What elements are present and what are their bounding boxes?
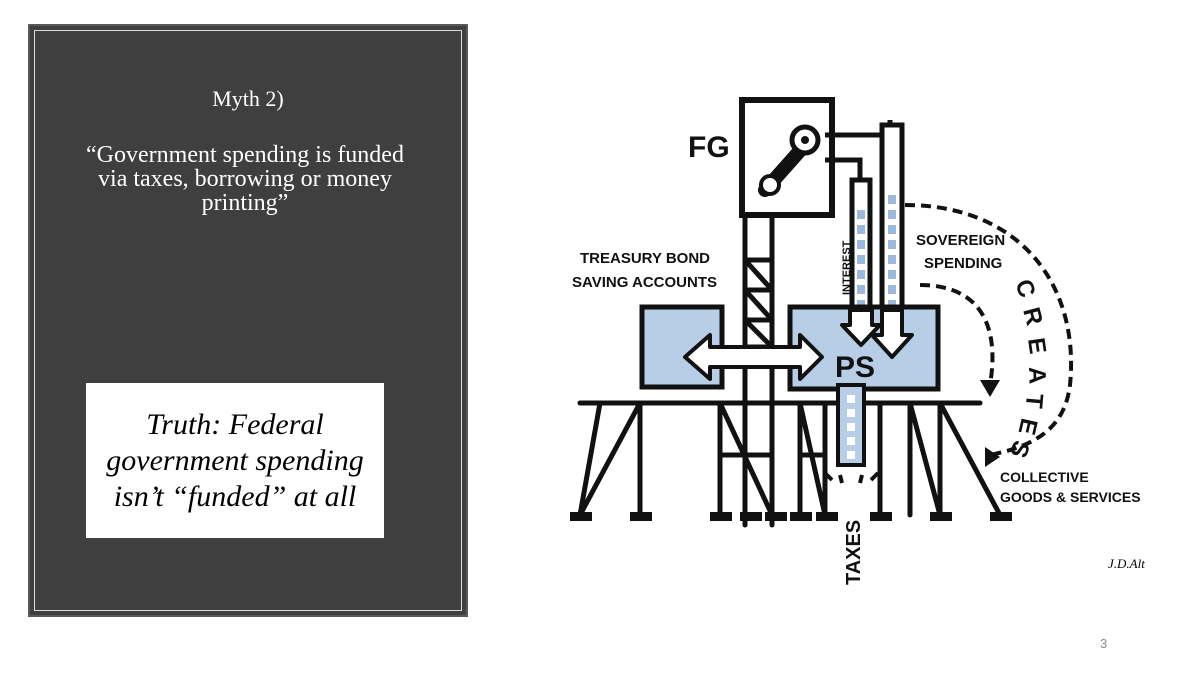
sovereign-label-line1: SOVEREIGN [916, 232, 1005, 249]
myth-quote: “Government spending is funded via taxes… [86, 142, 404, 216]
treasury-label-line2: SAVING ACCOUNTS [572, 274, 717, 291]
fg-label: FG [688, 131, 730, 164]
fg-pipes [825, 120, 905, 328]
spending-arrow-icon [870, 308, 914, 359]
slide-number: 3 [1100, 636, 1108, 651]
scaffold-feet [570, 512, 1012, 521]
author-credit: J.D.Alt [1108, 556, 1145, 571]
creates-letter: E [1013, 416, 1043, 438]
scaffold-structure [577, 212, 1003, 528]
creates-letter: T [1020, 392, 1048, 409]
treasury-label-line1: TREASURY BOND [580, 250, 710, 267]
taxes-outflow [823, 395, 880, 484]
myth-panel: Myth 2) “Government spending is funded v… [28, 24, 468, 617]
pipe-flow-dashes [857, 195, 896, 325]
truth-box: Truth: Federal government spending isn’t… [86, 383, 384, 538]
creates-letter: C [1009, 276, 1040, 302]
creates-letter: A [1023, 366, 1051, 384]
money-flow-diagram: FG PS TREASURY BOND SAVING ACCOUNTS INTE… [570, 97, 1141, 585]
truth-text: Truth: Federal government spending isn’t… [106, 407, 364, 513]
myth-title: Myth 2) [212, 86, 284, 111]
myth-panel-border [34, 30, 462, 611]
creates-curve [904, 203, 1074, 457]
double-arrow-icon [683, 333, 824, 381]
creates-letter: R [1017, 305, 1048, 329]
sovereign-label-line2: SPENDING [924, 255, 1002, 272]
interest-label: INTEREST [841, 240, 853, 295]
collective-label-line1: COLLECTIVE [1000, 469, 1089, 485]
creates-letter: E [1022, 336, 1051, 356]
taxes-label: TAXES [843, 520, 865, 585]
fg-box [739, 97, 835, 218]
collective-label-line2: GOODS & SERVICES [1000, 489, 1141, 505]
creates-arrowhead-icon [980, 380, 1000, 467]
ps-label: PS [835, 351, 875, 384]
